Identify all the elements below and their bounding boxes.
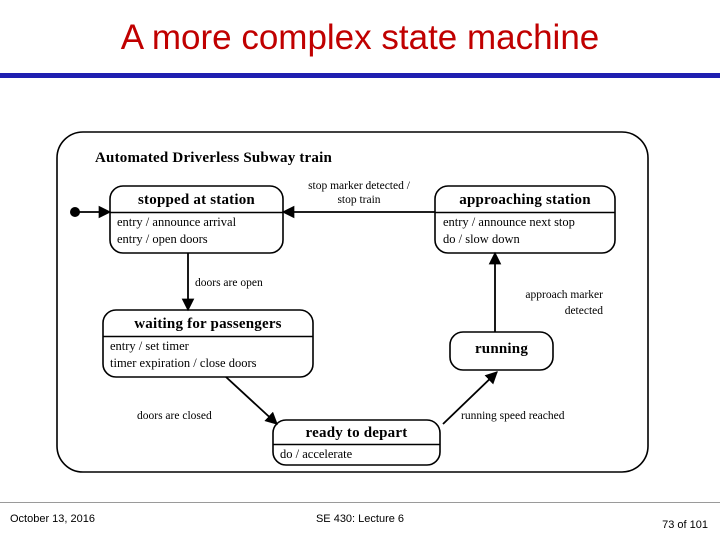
page-title: A more complex state machine xyxy=(120,18,600,57)
state-action-ready-to-depart-1: do / accelerate xyxy=(280,447,353,461)
state-box-waiting-for-passengers xyxy=(102,309,314,378)
composite-state-border xyxy=(56,131,649,473)
transition-label-ready-to-running: running speed reached xyxy=(461,410,565,422)
state-action-approaching-station-2: do / slow down xyxy=(443,232,520,246)
transition-label-running-to-approaching-line1: approach marker xyxy=(525,289,603,301)
initial-state-dot xyxy=(70,207,80,217)
state-name-stopped-at-station: stopped at station xyxy=(138,192,255,208)
transition-label-stopped-to-waiting: doors are open xyxy=(195,277,263,289)
title-divider xyxy=(0,73,720,78)
state-name-running: running xyxy=(474,341,529,357)
footer-page-number: 73 of 101 xyxy=(662,519,708,531)
state-box-ready-to-depart xyxy=(272,419,441,466)
state-action-stopped-at-station-1: entry / announce arrival xyxy=(117,215,237,229)
state-action-approaching-station-1: entry / announce next stop xyxy=(443,215,575,229)
transition-label-approaching-to-stopped-line1: stop marker detected / xyxy=(308,180,410,192)
footer-course-label: SE 430: Lecture 6 xyxy=(315,513,405,525)
state-name-waiting-for-passengers: waiting for passengers xyxy=(134,316,282,332)
transition-label-waiting-to-ready: doors are closed xyxy=(137,410,212,422)
state-name-ready-to-depart: ready to depart xyxy=(305,425,408,441)
composite-state-title: Automated Driverless Subway train xyxy=(95,150,333,166)
state-box-approaching-station xyxy=(434,185,616,254)
transition-waiting-to-ready xyxy=(225,376,278,425)
transition-label-running-to-approaching-line2: detected xyxy=(564,305,603,317)
state-name-approaching-station: approaching station xyxy=(459,192,591,208)
footer-date: October 13, 2016 xyxy=(10,513,96,525)
transition-ready-to-running xyxy=(442,371,498,425)
footer-divider xyxy=(0,502,720,503)
state-box-running xyxy=(449,331,554,371)
state-box-stopped-at-station xyxy=(109,185,284,254)
transition-label-approaching-to-stopped-line2: stop train xyxy=(337,194,381,206)
state-action-waiting-for-passengers-2: timer expiration / close doors xyxy=(110,356,257,370)
state-action-stopped-at-station-2: entry / open doors xyxy=(117,232,208,246)
state-action-waiting-for-passengers-1: entry / set timer xyxy=(110,339,189,353)
